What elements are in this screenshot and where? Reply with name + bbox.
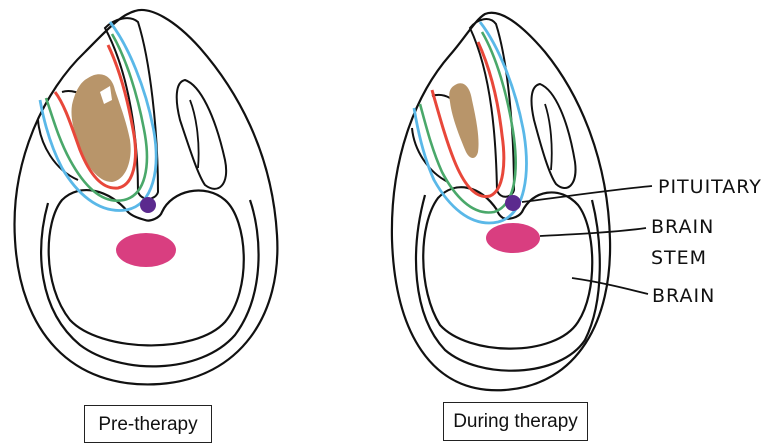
label-brain-stem-line2: STEM: [651, 247, 707, 269]
inner-skull: [41, 200, 258, 366]
right-orbit-inner: [190, 100, 199, 168]
brain-leader-line: [572, 278, 648, 294]
tumor: [449, 83, 478, 158]
brain-outline: [49, 190, 244, 345]
caption-during-therapy: During therapy: [443, 402, 588, 441]
right-orbit: [177, 80, 226, 189]
tumor: [71, 74, 130, 182]
right-orbit: [532, 84, 576, 188]
head-pre-therapy: [15, 10, 278, 384]
skull-outline: [392, 13, 610, 390]
pituitary-gland: [140, 197, 156, 213]
brain-stem: [486, 223, 540, 253]
head-during-therapy: [392, 13, 652, 390]
label-brain-stem-line1: BRAIN: [651, 216, 714, 238]
brain-stem-leader-line: [540, 228, 646, 236]
label-brain: BRAIN: [652, 285, 715, 307]
brain-stem: [116, 233, 176, 267]
label-pituitary: PITUITARY: [658, 176, 762, 198]
inner-skull: [416, 195, 600, 371]
brain-outline: [423, 187, 592, 348]
caption-pre-therapy: Pre-therapy: [84, 405, 212, 443]
pituitary-gland: [505, 195, 521, 211]
